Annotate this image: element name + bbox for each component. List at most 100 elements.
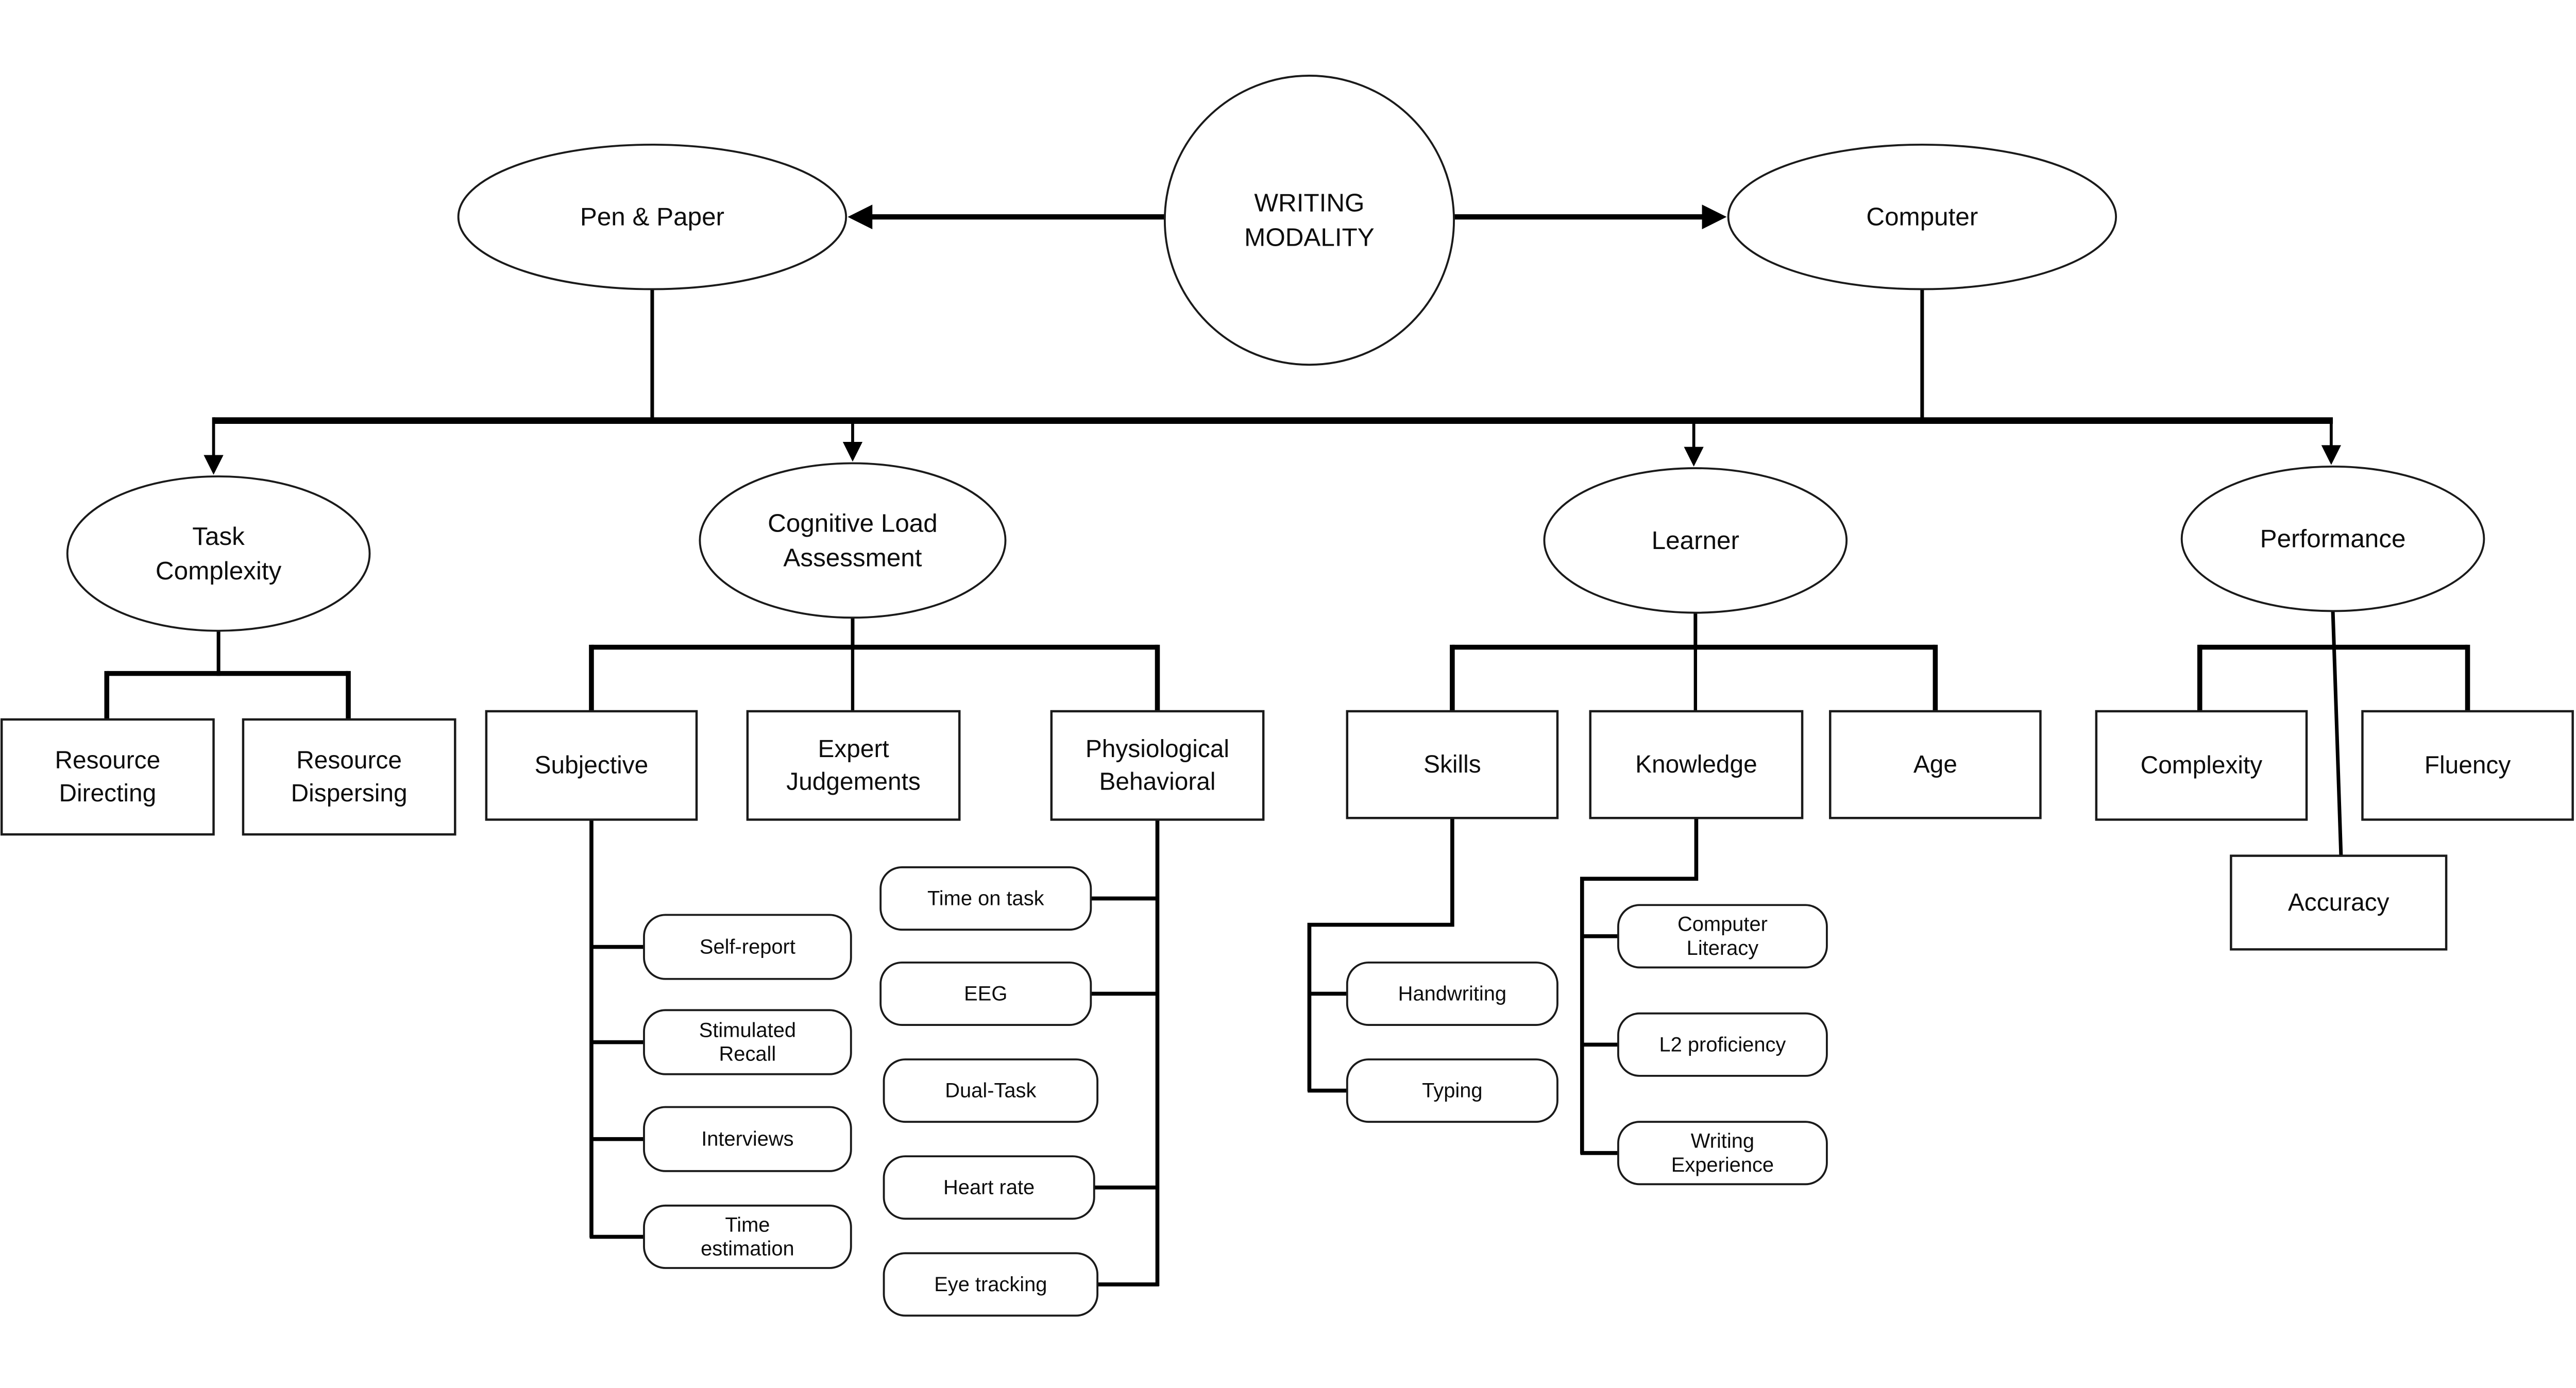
node-computer: Computer <box>1727 143 2117 290</box>
accuracy-shape <box>2230 854 2448 951</box>
knowledge-label: Knowledge <box>1635 751 1757 778</box>
node-dual-task: Dual-Task <box>883 1058 1099 1123</box>
time-on-task-label: Time on task <box>927 887 1044 910</box>
heart-rate-shape <box>883 1155 1095 1220</box>
age-label: Age <box>1913 751 1957 778</box>
computer-literacy-shape <box>1617 904 1828 969</box>
computer-shape <box>1727 143 2117 290</box>
time-on-task-shape <box>879 866 1092 931</box>
time-estimation-shape <box>643 1204 852 1269</box>
node-eye-tracking: Eye tracking <box>883 1252 1099 1317</box>
node-eeg: EEG <box>879 961 1092 1026</box>
node-l2-proficiency: L2 proficiency <box>1617 1012 1828 1077</box>
node-age: Age <box>1829 710 2042 819</box>
eye-tracking-shape <box>883 1252 1099 1317</box>
eye-tracking-label: Eye tracking <box>934 1273 1047 1296</box>
resource-directing-shape <box>0 718 215 836</box>
stimulated-recall-shape <box>643 1009 852 1075</box>
computer-label: Computer <box>1866 203 1978 231</box>
node-self-report: Self-report <box>643 914 852 980</box>
node-skills: Skills <box>1346 710 1559 819</box>
learner-label: Learner <box>1652 526 1739 555</box>
edge-skills-elbow-line <box>1307 818 1454 1092</box>
eeg-label: EEG <box>964 982 1007 1005</box>
typing-label: Typing <box>1422 1079 1482 1102</box>
writing-experience-shape <box>1617 1121 1828 1186</box>
edge-knowledge-elbow <box>1580 818 1699 1154</box>
node-performance: Performance <box>2180 465 2485 612</box>
edge-modality-computer <box>1454 204 1727 230</box>
connector-lines <box>104 204 2470 1287</box>
expert-judgements-shape <box>746 710 961 821</box>
edge-arrow-performance-arrowhead-icon <box>2321 445 2342 465</box>
dual-task-label: Dual-Task <box>945 1079 1036 1102</box>
edge-arrow-learner <box>1684 420 1704 467</box>
task-complexity-shape <box>66 475 371 632</box>
skills-label: Skills <box>1423 751 1481 778</box>
typing-shape <box>1346 1058 1558 1123</box>
eeg-shape <box>879 961 1092 1026</box>
pen-paper-shape <box>457 143 848 290</box>
edge-arrow-task-complexity <box>204 417 224 475</box>
node-subjective: Subjective <box>485 710 698 821</box>
performance-shape <box>2180 465 2485 612</box>
node-typing: Typing <box>1346 1058 1558 1123</box>
edge-knowledge-elbow-line <box>1580 818 1699 1154</box>
node-interviews: Interviews <box>643 1106 852 1172</box>
pen-paper-label: Pen & Paper <box>580 203 724 231</box>
node-knowledge: Knowledge <box>1589 710 1804 819</box>
self-report-label: Self-report <box>700 936 795 958</box>
edge-arrow-task-complexity-arrowhead-icon <box>204 455 224 475</box>
performance-label: Performance <box>2260 525 2406 553</box>
node-learner: Learner <box>1543 467 1848 614</box>
l2-proficiency-label: L2 proficiency <box>1659 1033 1786 1056</box>
node-accuracy: Accuracy <box>2230 854 2448 951</box>
complexity-label: Complexity <box>2141 752 2263 779</box>
skills-shape <box>1346 710 1559 819</box>
fluency-label: Fluency <box>2425 752 2511 779</box>
handwriting-label: Handwriting <box>1398 982 1506 1005</box>
handwriting-shape <box>1346 961 1558 1026</box>
age-shape <box>1829 710 2042 819</box>
resource-dispersing-shape <box>242 718 456 836</box>
dual-task-shape <box>883 1058 1099 1123</box>
interviews-shape <box>643 1106 852 1172</box>
node-pen-paper: Pen & Paper <box>457 143 848 290</box>
subjective-shape <box>485 710 698 821</box>
node-fluency: Fluency <box>2361 710 2574 821</box>
complexity-shape <box>2095 710 2308 821</box>
interviews-label: Interviews <box>701 1128 793 1151</box>
cognitive-load-assessment-shape <box>699 462 1007 619</box>
fluency-shape <box>2361 710 2574 821</box>
learner-shape <box>1543 467 1848 614</box>
knowledge-shape <box>1589 710 1804 819</box>
l2-proficiency-shape <box>1617 1012 1828 1077</box>
node-handwriting: Handwriting <box>1346 961 1558 1026</box>
edge-modality-pen-paper <box>848 204 1165 230</box>
accuracy-label: Accuracy <box>2288 889 2389 916</box>
node-complexity: Complexity <box>2095 710 2308 821</box>
